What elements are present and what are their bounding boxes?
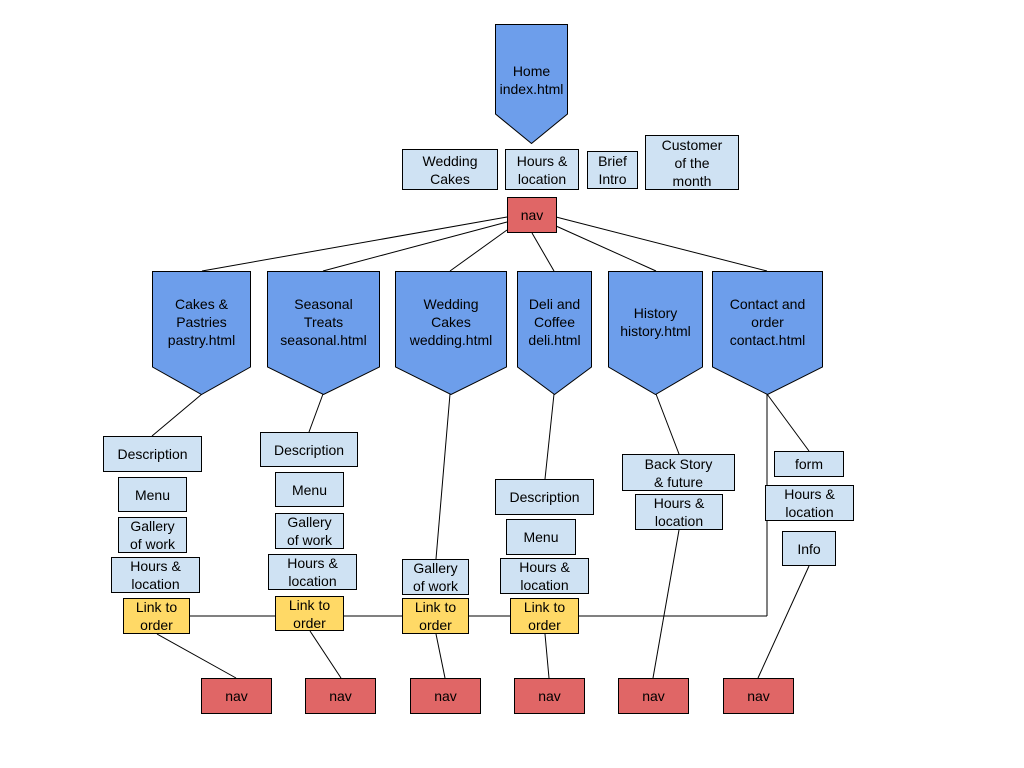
nav-bottom: nav	[723, 678, 794, 714]
home-section-wedding-cakes: Wedding Cakes	[402, 149, 498, 190]
section-menu: Menu	[118, 477, 187, 512]
link-to-order: Link to order	[510, 598, 579, 634]
connector	[201, 216, 508, 272]
section-menu: Menu	[506, 519, 576, 555]
page-seasonal: Seasonal Treats seasonal.html	[267, 271, 380, 395]
page-label: Deli and Coffee deli.html	[528, 296, 581, 348]
page-shape	[395, 271, 507, 395]
connector	[652, 529, 680, 679]
connector	[308, 393, 324, 433]
page-shape	[495, 24, 568, 144]
link-to-order: Link to order	[123, 598, 190, 634]
home-section-hours-location: Hours & location	[505, 149, 579, 190]
section-description: Description	[103, 436, 202, 472]
page-label: History history.html	[620, 305, 691, 339]
connector	[555, 225, 657, 272]
nav-bottom: nav	[514, 678, 585, 714]
page-label: Contact and order contact.html	[729, 296, 806, 348]
section-hours-location: Hours & location	[500, 558, 589, 594]
connector	[435, 393, 451, 560]
home-section-customer-of-month: Customer of the month	[645, 135, 739, 190]
connector	[531, 232, 555, 272]
section-description: Description	[260, 432, 358, 467]
page-shape	[608, 271, 703, 395]
connector	[449, 229, 508, 272]
connector	[555, 216, 768, 272]
link-to-order: Link to order	[275, 596, 344, 631]
page-shape	[712, 271, 823, 395]
link-to-order: Link to order	[402, 598, 469, 634]
connector	[544, 393, 555, 480]
page-pastry: Cakes & Pastries pastry.html	[152, 271, 251, 395]
section-gallery: Gallery of work	[118, 517, 187, 553]
page-wedding: Wedding Cakes wedding.html	[395, 271, 507, 395]
connector	[322, 221, 508, 272]
connector	[766, 393, 810, 452]
section-hours-location: Hours & location	[111, 557, 200, 593]
connector	[757, 565, 810, 679]
home-section-brief-intro: Brief Intro	[587, 151, 638, 189]
section-gallery: Gallery of work	[275, 513, 344, 549]
section-form: form	[774, 451, 844, 477]
connector	[151, 393, 203, 437]
section-gallery: Gallery of work	[402, 559, 469, 595]
connector	[544, 633, 550, 679]
page-label: Wedding Cakes wedding.html	[409, 296, 493, 348]
nav-top: nav	[507, 197, 557, 233]
page-history: History history.html	[608, 271, 703, 395]
page-label: Home index.html	[499, 63, 564, 97]
page-shape	[517, 271, 592, 395]
page-home: Home index.html	[495, 24, 568, 144]
connector	[655, 393, 680, 455]
page-shape	[267, 271, 380, 395]
section-back-story: Back Story & future	[622, 454, 735, 491]
connector	[156, 633, 237, 679]
connector	[435, 633, 446, 679]
page-label: Seasonal Treats seasonal.html	[280, 296, 367, 348]
section-hours-location: Hours & location	[268, 554, 357, 590]
section-hours-location: Hours & location	[635, 494, 723, 530]
nav-bottom: nav	[410, 678, 481, 714]
page-label: Cakes & Pastries pastry.html	[167, 296, 236, 348]
section-menu: Menu	[275, 472, 344, 507]
nav-bottom: nav	[618, 678, 689, 714]
page-deli: Deli and Coffee deli.html	[517, 271, 592, 395]
section-info: Info	[782, 531, 836, 566]
section-hours-location: Hours & location	[765, 485, 854, 521]
page-contact: Contact and order contact.html	[712, 271, 823, 395]
nav-bottom: nav	[305, 678, 376, 714]
page-shape	[152, 271, 251, 395]
nav-bottom: nav	[201, 678, 272, 714]
connector	[309, 630, 342, 679]
section-description: Description	[495, 479, 594, 515]
